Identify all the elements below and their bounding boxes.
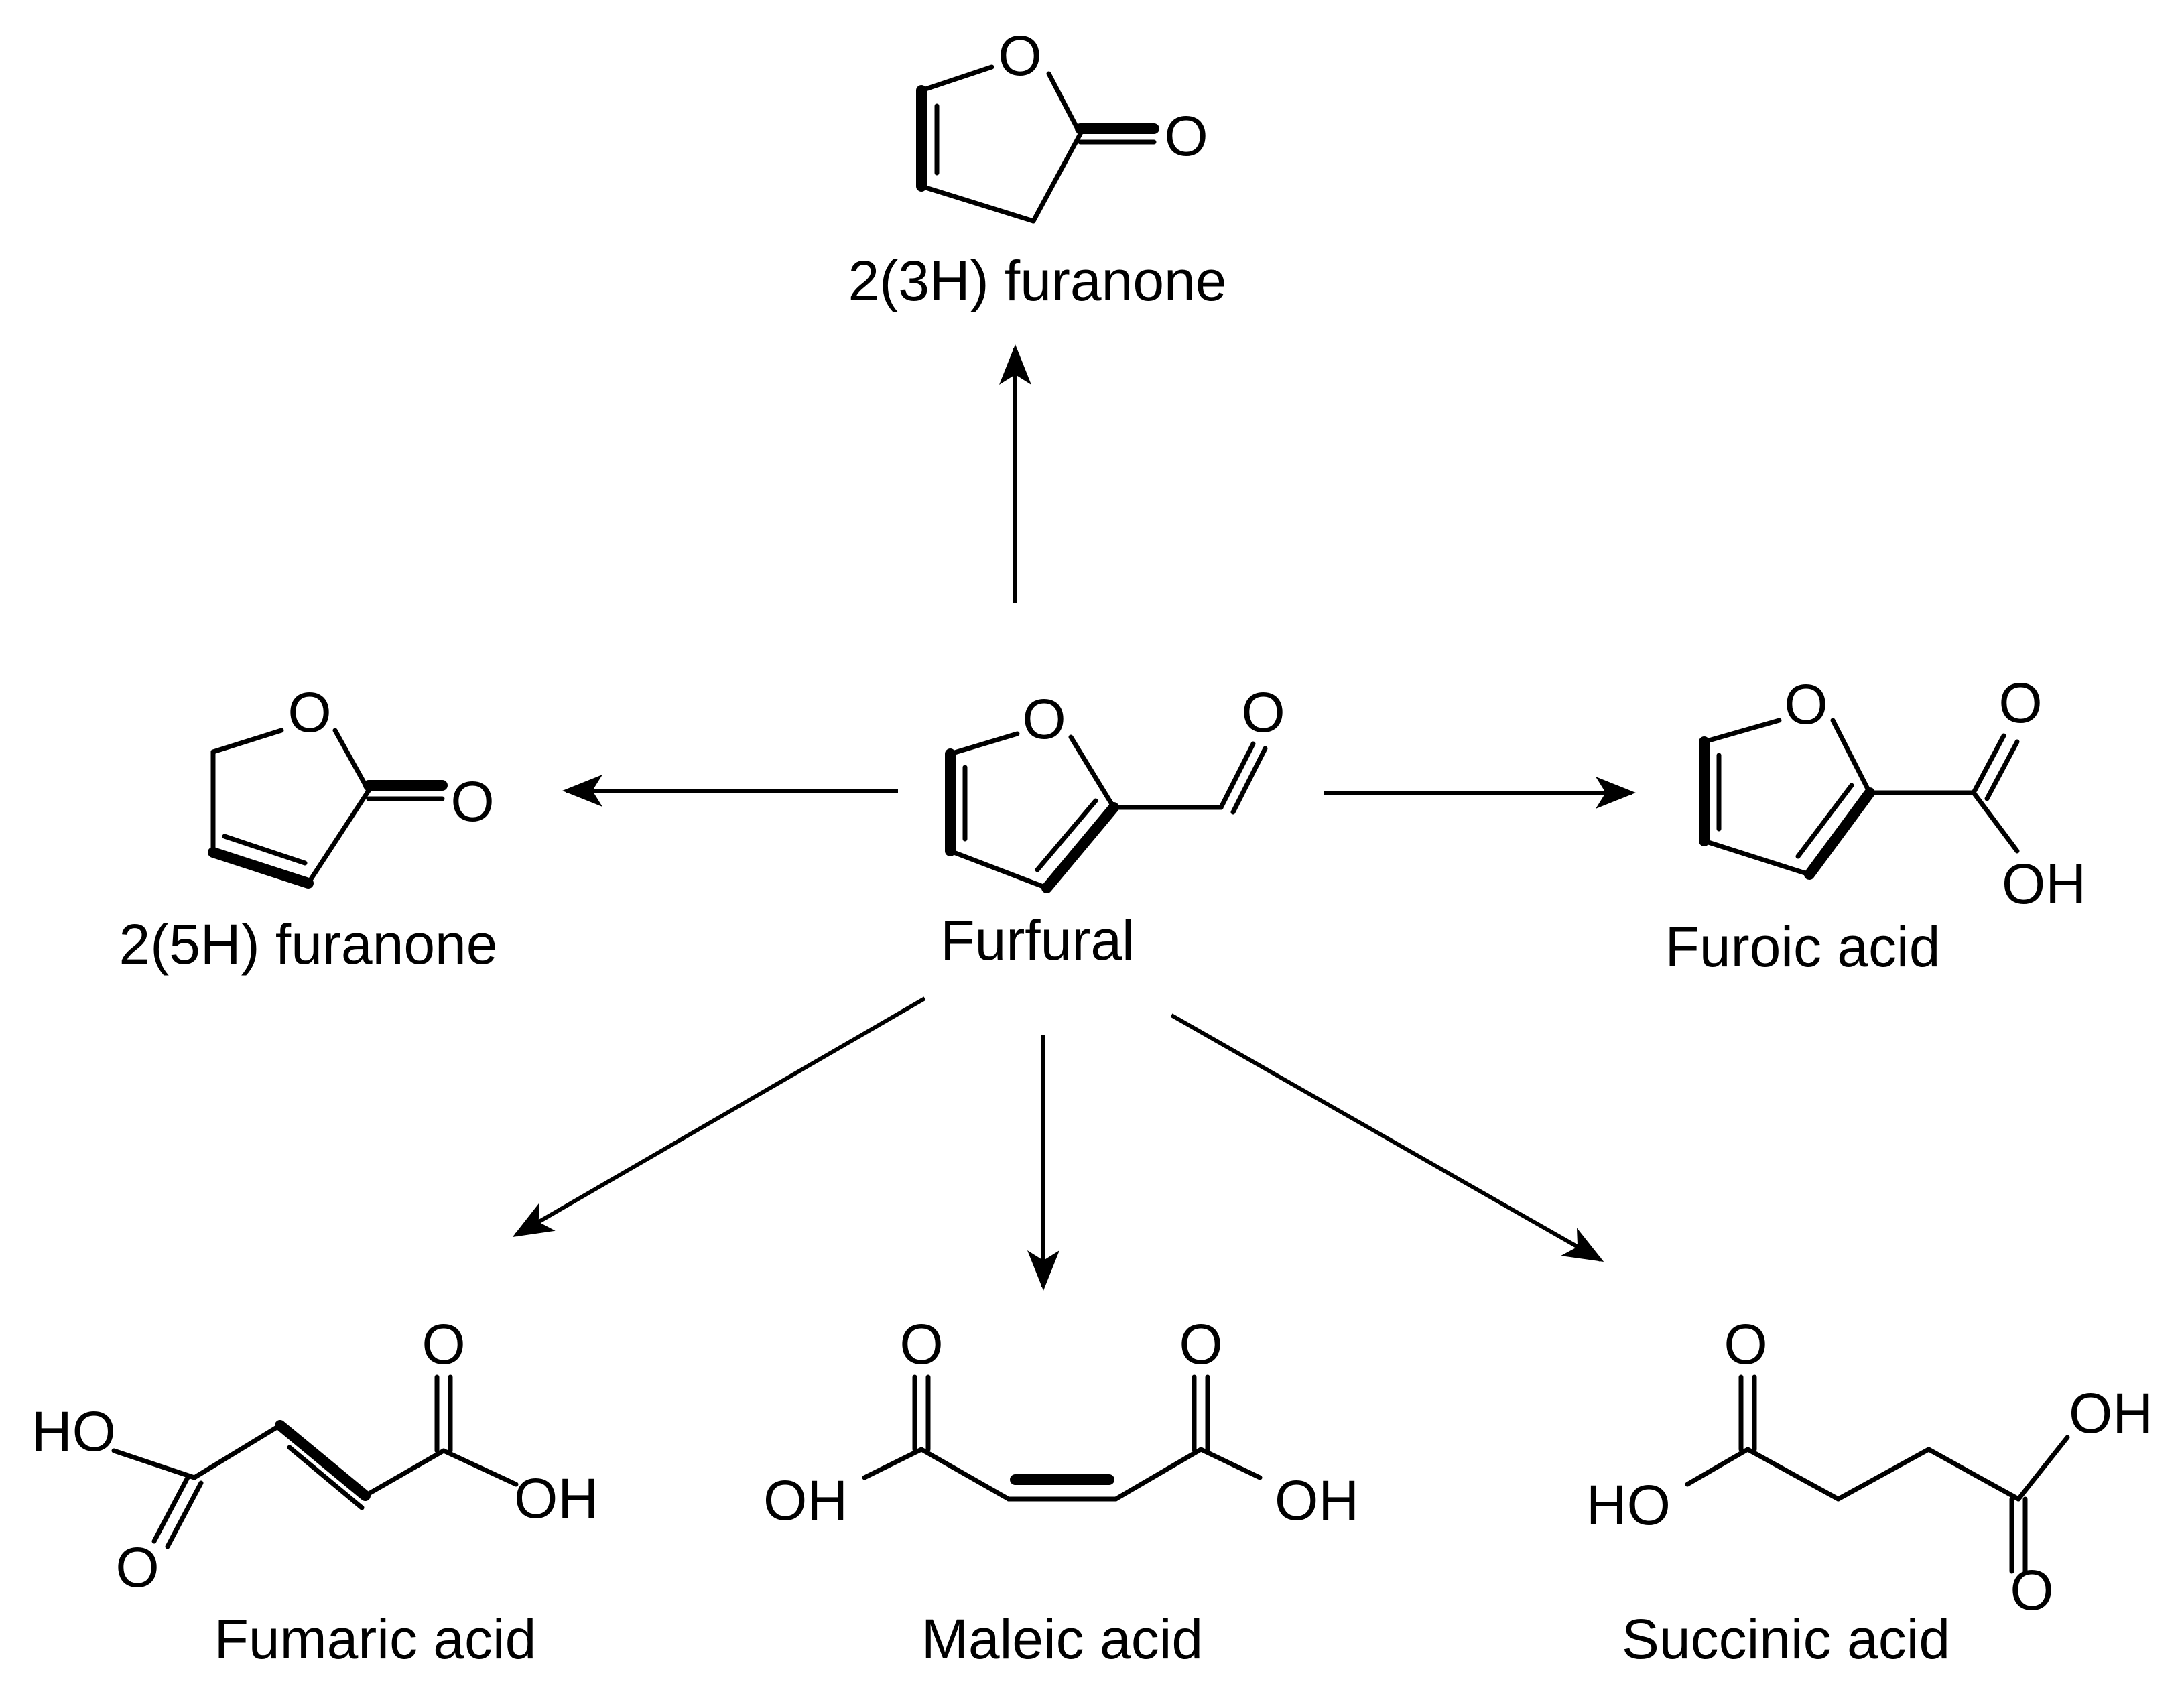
- oxygen-atom: O: [2010, 1559, 2053, 1622]
- oxygen-atom: O: [998, 24, 1041, 87]
- molecule-succinic-acid: HO O OH O Succinic acid: [1586, 1313, 2153, 1671]
- hydroxyl-group: HO: [1586, 1474, 1671, 1537]
- compound-label-furanone-5h: 2(5H) furanone: [119, 913, 498, 976]
- hydroxyl-group: OH: [2002, 852, 2086, 915]
- hydroxyl-group: OH: [763, 1469, 848, 1532]
- oxygen-atom: O: [450, 770, 494, 833]
- compound-label-furoic-acid: Furoic acid: [1665, 915, 1941, 978]
- reaction-arrows: [512, 344, 1636, 1291]
- oxygen-atom: O: [1022, 688, 1066, 751]
- oxygen-atom: O: [422, 1313, 465, 1376]
- molecule-fumaric-acid: HO O OH O Fumaric acid: [31, 1313, 598, 1671]
- hydroxyl-group: OH: [2069, 1382, 2153, 1445]
- oxygen-atom: O: [115, 1536, 159, 1599]
- arrow-to-succinic-acid: [1170, 1013, 1604, 1262]
- compound-label-furfural: Furfural: [940, 909, 1134, 972]
- molecule-furoic-acid: O O OH Furoic acid: [1665, 671, 2086, 978]
- oxygen-atom: O: [1164, 105, 1208, 168]
- arrow-to-fumaric-acid: [512, 996, 926, 1238]
- compound-label-maleic-acid: Maleic acid: [921, 1608, 1203, 1671]
- molecule-furanone-5h: O O 2(5H) furanone: [119, 681, 498, 976]
- compound-label-furanone-3h: 2(3H) furanone: [848, 249, 1227, 312]
- hydroxyl-group: OH: [514, 1467, 598, 1530]
- oxygen-atom: O: [1179, 1313, 1222, 1376]
- compound-label-fumaric-acid: Fumaric acid: [214, 1608, 537, 1671]
- molecule-furfural: O O Furfural: [940, 681, 1285, 972]
- molecule-furanone-3h: O O 2(3H) furanone: [848, 24, 1227, 312]
- compound-label-succinic-acid: Succinic acid: [1622, 1608, 1950, 1671]
- oxygen-atom: O: [287, 681, 331, 744]
- hydroxyl-group: HO: [31, 1400, 116, 1463]
- oxygen-atom: O: [899, 1313, 943, 1376]
- oxygen-atom: O: [1784, 673, 1827, 736]
- oxygen-atom: O: [1998, 671, 2042, 734]
- oxygen-atom: O: [1724, 1313, 1767, 1376]
- hydroxyl-group: OH: [1275, 1469, 1359, 1532]
- molecule-maleic-acid: OH O O OH Maleic acid: [763, 1313, 1359, 1671]
- oxygen-atom: O: [1241, 681, 1285, 744]
